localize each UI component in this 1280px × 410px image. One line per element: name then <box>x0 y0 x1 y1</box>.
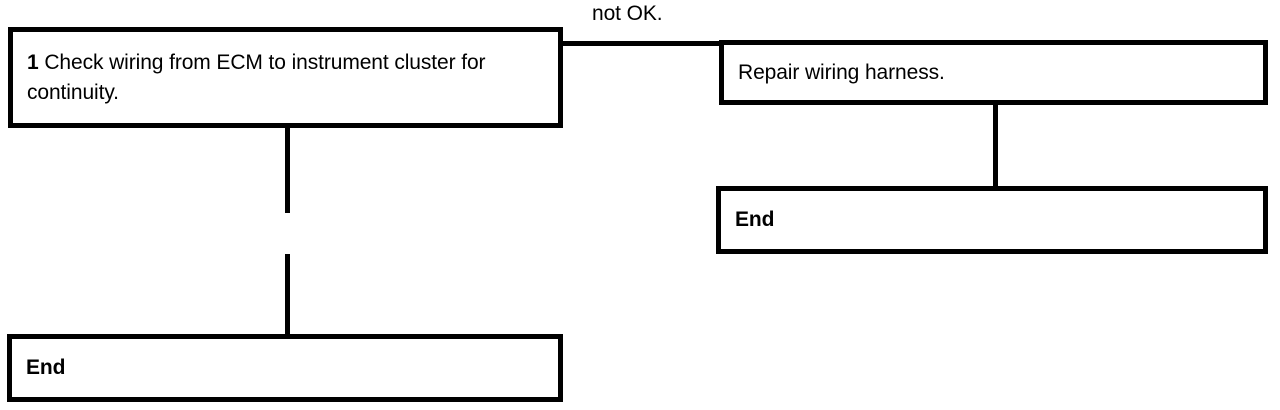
node-repair-harness: Repair wiring harness. <box>719 40 1268 105</box>
connector-check-to-end-upper <box>285 125 290 213</box>
node-check-wiring-text: 1 Check wiring from ECM to instrument cl… <box>13 48 558 108</box>
edge-label-not-ok: not OK. <box>592 2 663 25</box>
node-check-wiring-step-number: 1 <box>27 50 39 74</box>
node-end-left: End <box>7 334 563 402</box>
connector-check-to-repair <box>558 41 724 46</box>
connector-check-to-end-lower <box>285 254 290 336</box>
node-check-wiring-label: Check wiring from ECM to instrument clus… <box>27 50 486 104</box>
node-end-left-label: End <box>26 356 66 380</box>
node-end-right-label: End <box>735 208 775 232</box>
connector-repair-to-end <box>993 103 998 189</box>
node-repair-harness-label: Repair wiring harness. <box>738 60 945 84</box>
node-check-wiring: 1 Check wiring from ECM to instrument cl… <box>8 27 563 128</box>
node-end-right: End <box>716 186 1268 254</box>
